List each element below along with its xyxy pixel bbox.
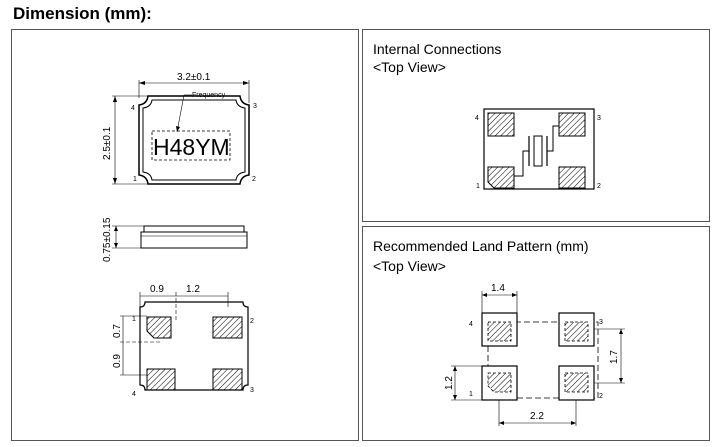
land-title: Recommended Land Pattern (mm) [373,238,589,254]
pad-2 [212,316,243,339]
land-pattern-drawing: 4 3 1 2 1.4 1.7 1.2 2.2 [444,283,625,426]
lp-pin-4-label: 4 [469,321,473,328]
land-subtitle: <Top View> [373,258,446,274]
internal-connections-drawing: 4 3 1 2 [475,108,601,190]
lp-pin-1-label: 1 [469,391,473,398]
ic-pin-3-label: 3 [597,115,601,122]
pad-4 [146,368,176,391]
dim-1.2-horizontal: 1.2 [186,284,200,295]
dim-0.9-horizontal: 0.9 [150,284,164,295]
dim-top: 1.4 [491,283,505,294]
lp-pin-2-label: 2 [599,393,603,400]
package-outline [138,95,250,185]
pad-1 [487,166,515,189]
dimension-panel: H48YM Frequency 3.2±0.1 2.5±0.1 4 3 1 2 [11,29,359,441]
pad-3 [212,368,243,391]
bottom-pin-4-label: 4 [132,391,136,398]
bottom-pin-1-label: 1 [132,316,136,323]
frequency-label: Frequency [192,92,226,99]
pin-4-label: 4 [131,105,135,112]
width-dimension: 3.2±0.1 [177,72,211,83]
internal-connections-panel: Internal Connections <Top View> 4 3 1 2 [362,29,710,222]
dimension-drawing: H48YM Frequency 3.2±0.1 2.5±0.1 4 3 1 2 [102,72,257,398]
pin-3-label: 3 [253,103,257,110]
dim-0.7-vertical: 0.7 [112,324,123,338]
pad-4 [487,112,515,137]
page-title: Dimension (mm): [13,4,152,23]
dim-bottom: 2.2 [530,411,544,422]
pad-3 [558,112,586,137]
ic-pin-2-label: 2 [597,183,601,190]
dim-right: 1.7 [609,350,620,364]
pin-2-label: 2 [252,176,256,183]
package-outline-dashed [487,321,599,399]
connection-3 [547,125,559,152]
pad-1 [146,316,172,339]
ic-pin-1-label: 1 [476,183,480,190]
pad-2 [558,166,586,189]
package-outline [483,108,595,190]
ic-pin-4-label: 4 [475,115,479,122]
bottom-pin-2-label: 2 [250,318,254,325]
package-top-view: H48YM Frequency 3.2±0.1 2.5±0.1 4 3 1 2 [102,72,257,185]
height-dimension: 2.5±0.1 [102,126,113,160]
marking-box [151,130,231,161]
dim-0.9-vertical: 0.9 [112,354,123,368]
internal-subtitle: <Top View> [373,59,446,75]
crystal-element [533,135,543,167]
lp-pin-3-label: 3 [599,319,603,326]
package-bottom-view: 1 2 4 3 0.9 1.2 0.7 0.9 [112,284,254,398]
marking-text: H48YM [153,134,230,160]
thickness-dimension: 0.75±0.15 [102,217,113,262]
internal-title: Internal Connections [373,41,502,57]
dim-left: 1.2 [444,376,455,390]
land-pattern-panel: Recommended Land Pattern (mm) <Top View>… [362,226,710,441]
package-side-view: 0.75±0.15 [102,217,248,262]
connection-1 [514,150,529,177]
pin-1-label: 1 [133,176,137,183]
bottom-pin-3-label: 3 [250,387,254,394]
